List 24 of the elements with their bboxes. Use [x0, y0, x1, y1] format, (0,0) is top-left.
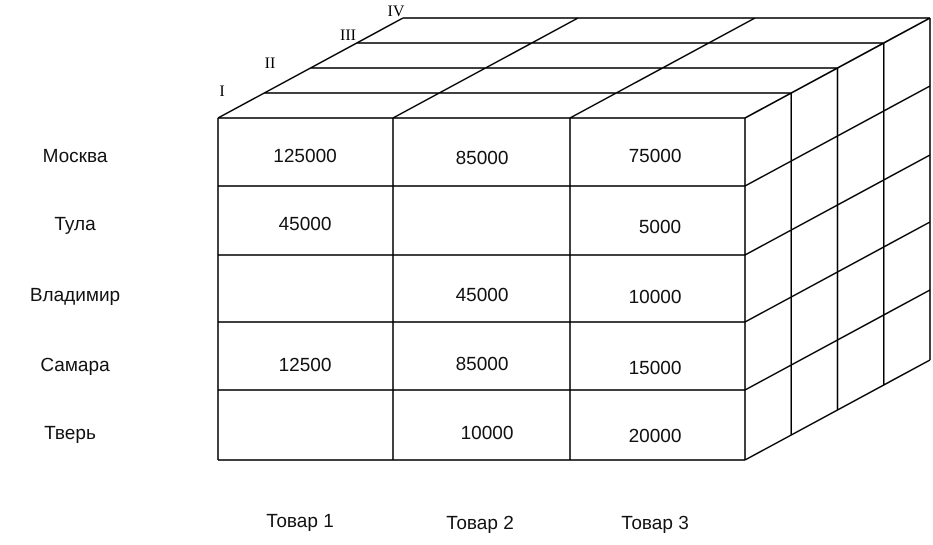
row-label: Москва — [42, 144, 108, 169]
row-label: Самара — [40, 354, 110, 378]
quarter-label: III — [340, 26, 356, 46]
column-label: Товар 3 — [621, 512, 689, 536]
cell-value: 45000 — [456, 284, 508, 308]
column-label: Товар 1 — [266, 510, 334, 534]
row-label: Тверь — [44, 422, 96, 446]
column-label: Товар 2 — [446, 512, 514, 536]
quarter-label: I — [219, 82, 225, 102]
cell-value: 125000 — [273, 144, 337, 169]
cell-value: 12500 — [278, 354, 332, 378]
cell-value: 75000 — [628, 144, 682, 169]
row-label: Владимир — [30, 284, 120, 308]
row-label: Тула — [54, 212, 96, 237]
cell-value: 10000 — [460, 422, 514, 446]
cell-value: 20000 — [628, 424, 682, 449]
cell-value: 15000 — [628, 356, 682, 381]
cell-value: 85000 — [456, 146, 508, 171]
quarter-label: IV — [388, 2, 404, 22]
cell-value: 45000 — [278, 212, 332, 237]
cell-value: 10000 — [628, 286, 682, 310]
cell-value: 85000 — [456, 352, 508, 377]
cell-value: 5000 — [638, 216, 682, 240]
quarter-label: II — [264, 54, 276, 74]
